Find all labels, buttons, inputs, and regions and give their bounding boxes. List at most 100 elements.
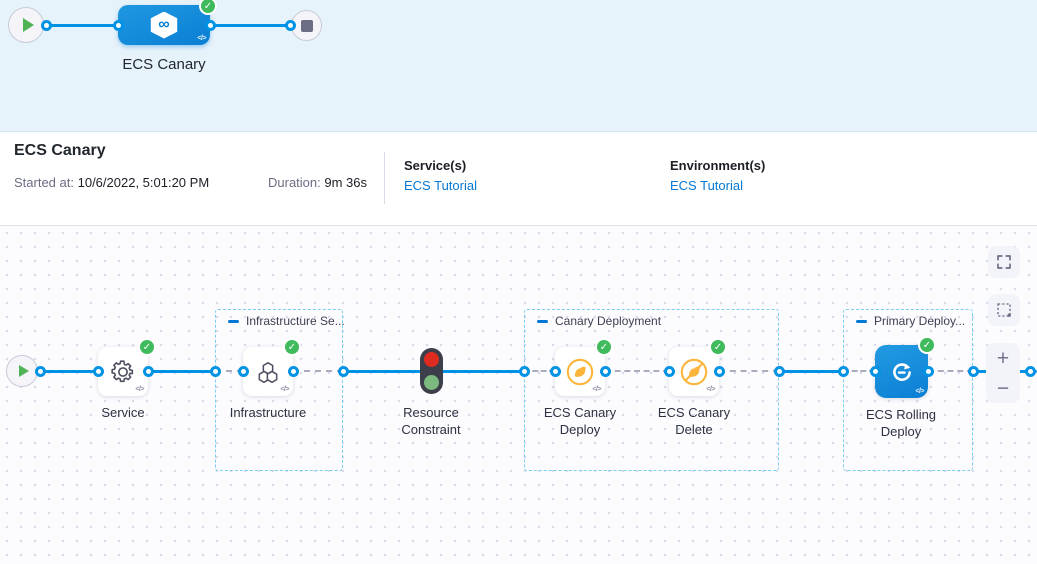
fullscreen-icon <box>997 255 1011 269</box>
traffic-light-red-icon <box>424 352 439 367</box>
connector-dot <box>337 365 349 377</box>
group-infrastructure <box>215 309 343 471</box>
code-icon: </> <box>915 388 924 395</box>
marquee-select-icon <box>997 303 1011 317</box>
connector-dot <box>773 365 785 377</box>
edge-line-dashed <box>719 370 779 372</box>
code-icon: </> <box>592 386 601 393</box>
success-icon: ✓ <box>595 338 613 356</box>
step-label: ECS Rolling Deploy <box>865 407 937 439</box>
group-header-primary-deployment[interactable]: Primary Deploy... <box>856 314 965 328</box>
connector-dot <box>663 365 675 377</box>
canary-icon <box>566 358 594 385</box>
environments-link[interactable]: ECS Tutorial <box>670 178 743 193</box>
step-label: ECS Canary Deploy <box>543 405 617 437</box>
step-node-infrastructure[interactable]: ✓ </> <box>243 338 301 396</box>
duration: Duration: 9m 36s <box>268 175 368 190</box>
stage-label: ECS Canary <box>122 56 206 73</box>
edge-line <box>148 369 215 373</box>
connector-dot <box>713 365 725 377</box>
group-header-canary-deployment[interactable]: Canary Deployment <box>537 314 661 328</box>
connector-dot <box>549 365 561 377</box>
code-icon: </> <box>706 386 715 393</box>
canary-delete-icon <box>680 358 708 385</box>
success-icon: ✓ <box>918 336 936 354</box>
edge-line-dashed <box>843 370 875 372</box>
edge-line <box>441 369 524 373</box>
edge-line <box>343 369 421 373</box>
group-header-infrastructure[interactable]: Infrastructure Se... <box>228 314 345 328</box>
zoom-out-button[interactable]: − <box>996 376 1010 400</box>
step-node-resource-constraint[interactable] <box>420 348 443 394</box>
step-node-ecs-rolling-deploy[interactable]: ✓ </> <box>875 336 936 398</box>
connector-dot <box>204 19 216 31</box>
edge-line <box>46 23 118 27</box>
rolling-deploy-icon <box>892 362 911 381</box>
edge-line <box>40 369 98 373</box>
connector-dot <box>869 365 881 377</box>
success-icon: ✓ <box>199 0 217 15</box>
step-label: Infrastructure <box>229 405 307 420</box>
connector-dot <box>837 365 849 377</box>
collapse-icon[interactable] <box>856 319 867 323</box>
edge-line <box>779 369 843 373</box>
started-at: Started at: 10/6/2022, 5:01:20 PM <box>14 175 210 190</box>
services-block: Service(s) ECS Tutorial <box>404 158 477 193</box>
success-icon: ✓ <box>709 338 727 356</box>
connector-dot <box>1024 365 1036 377</box>
connector-dot <box>237 365 249 377</box>
edge-line-dashed <box>524 370 555 372</box>
environments-label: Environment(s) <box>670 158 766 173</box>
connector-dot <box>209 365 221 377</box>
gear-icon <box>111 359 134 382</box>
play-icon <box>22 18 34 32</box>
pipeline-start-node[interactable] <box>8 7 44 43</box>
execution-info-bar: ECS Canary Started at: 10/6/2022, 5:01:2… <box>0 132 1037 226</box>
group-primary-deployment <box>843 309 973 471</box>
code-icon: </> <box>280 386 289 393</box>
collapse-icon[interactable] <box>537 319 548 323</box>
code-icon: </> <box>197 35 206 42</box>
success-icon: ✓ <box>283 338 301 356</box>
connector-dot <box>599 365 611 377</box>
collapse-icon[interactable] <box>228 319 239 323</box>
connector-dot <box>284 19 296 31</box>
zoom-in-button[interactable]: + <box>996 346 1010 370</box>
fit-to-screen-button[interactable] <box>988 294 1020 326</box>
connector-dot <box>142 365 154 377</box>
connector-dot <box>922 365 934 377</box>
edge-line <box>210 23 290 27</box>
step-label: Service <box>101 405 145 420</box>
fullscreen-button[interactable] <box>988 246 1020 278</box>
connector-dot <box>967 365 979 377</box>
connector-dot <box>34 365 46 377</box>
step-node-service[interactable]: ✓ </> <box>98 338 156 396</box>
group-canary-deployment <box>524 309 779 471</box>
connector-dot <box>92 365 104 377</box>
stage-graph-strip: ∞ ✓ </> ECS Canary <box>0 0 1037 132</box>
traffic-light-green-icon <box>424 375 439 390</box>
edge-line-dashed <box>293 370 343 372</box>
hexagons-icon <box>258 361 278 383</box>
pipeline-end-node[interactable] <box>291 10 322 41</box>
connector-dot <box>40 19 52 31</box>
connector-dot <box>287 365 299 377</box>
stage-node-ecs-canary[interactable]: ∞ ✓ </> <box>118 0 217 45</box>
execution-graph-canvas[interactable] <box>0 226 1037 564</box>
step-node-ecs-canary-delete[interactable]: ✓ </> <box>669 338 727 396</box>
zoom-controls: + − <box>986 343 1020 403</box>
play-icon <box>19 365 29 377</box>
execution-title: ECS Canary <box>14 142 106 159</box>
services-link[interactable]: ECS Tutorial <box>404 178 477 193</box>
environments-block: Environment(s) ECS Tutorial <box>670 158 765 193</box>
step-label: Resource Constraint <box>401 405 461 437</box>
divider <box>384 152 385 204</box>
execution-start-node[interactable] <box>6 355 38 387</box>
edge-line-dashed <box>605 370 669 372</box>
step-label: ECS Canary Delete <box>657 405 731 437</box>
success-icon: ✓ <box>138 338 156 356</box>
edge-line-dashed <box>928 370 973 372</box>
step-node-ecs-canary-deploy[interactable]: ✓ </> <box>555 338 613 396</box>
code-icon: </> <box>135 386 144 393</box>
